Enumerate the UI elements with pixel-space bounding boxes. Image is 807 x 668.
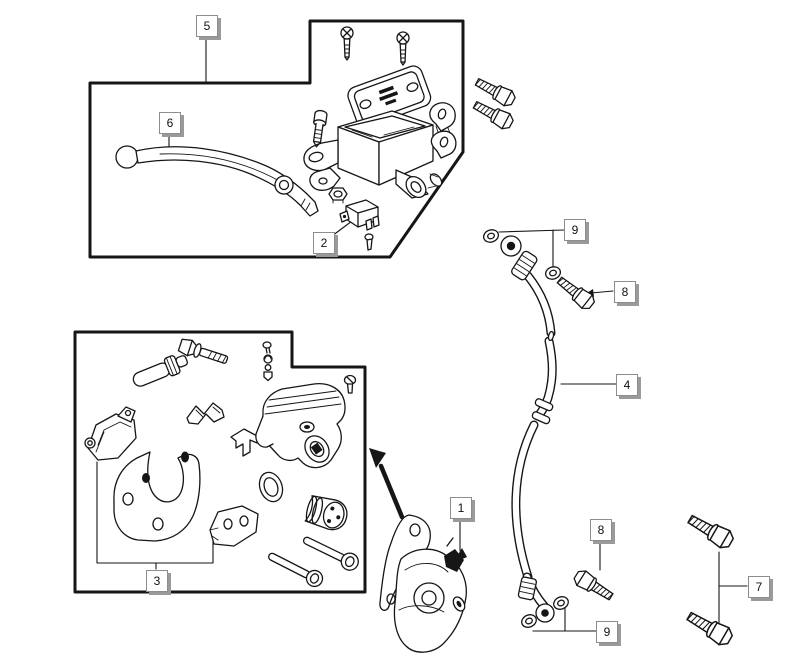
pivot-bolt (312, 109, 328, 148)
caliper-piston (304, 495, 348, 531)
reservoir-cover-screw-left (340, 26, 354, 61)
bleeder-parts (262, 341, 273, 382)
master-cylinder-body (303, 110, 443, 199)
caliper-mount-bolt-upper (684, 509, 737, 552)
switch-screw (364, 233, 374, 251)
lever-nut (328, 187, 348, 204)
callout-5-number: 5 (203, 19, 211, 33)
slide-pin-boot (132, 355, 188, 387)
pad-clip (230, 428, 258, 457)
callout-7[interactable]: 7 (748, 576, 770, 598)
callout-8-lower-number: 8 (597, 523, 605, 537)
caliper-mount-bolt-lower (683, 606, 736, 649)
callout-9-lower-number: 9 (603, 625, 611, 639)
brake-light-switch (339, 199, 380, 231)
caliper-group-box (73, 330, 367, 594)
caliper-body-exploded (255, 383, 346, 469)
callout-3-number: 3 (153, 574, 161, 588)
callout-1[interactable]: 1 (450, 497, 472, 519)
caliper-assembled (379, 514, 467, 653)
pad-pin-upper (302, 536, 359, 571)
callout-7-number: 7 (755, 580, 763, 594)
brake-lever (115, 145, 319, 217)
callout-8-upper-number: 8 (621, 285, 629, 299)
master-cylinder-group-box (88, 19, 465, 259)
banjo-washer-upper-b (543, 264, 563, 282)
brake-hose (500, 235, 557, 623)
reference-arrow (369, 448, 405, 520)
callout-1-number: 1 (457, 501, 465, 515)
banjo-bolt-lower (571, 567, 617, 605)
slide-pin-bolt (177, 338, 229, 364)
banjo-washer-lower-b (551, 593, 571, 613)
callout-3[interactable]: 3 (146, 570, 168, 592)
banjo-washer-lower-a (519, 611, 539, 631)
piston-seal (258, 471, 284, 503)
callout-5[interactable]: 5 (196, 15, 218, 37)
banjo-washer-upper-a (481, 227, 501, 245)
reservoir-cap (347, 65, 432, 129)
brake-pad-right (209, 505, 259, 547)
caliper-bolt-small (343, 374, 357, 394)
pad-pin-lower (268, 552, 324, 588)
callout-6-number: 6 (166, 116, 174, 130)
callout-9-upper[interactable]: 9 (564, 219, 586, 241)
reservoir-cover-screw-right (396, 31, 410, 66)
callout-8-upper[interactable]: 8 (614, 281, 636, 303)
brake-pad-left (84, 406, 137, 461)
callout-8-lower[interactable]: 8 (590, 519, 612, 541)
callout-9-lower[interactable]: 9 (596, 621, 618, 643)
callout-9-upper-number: 9 (571, 223, 579, 237)
callout-2[interactable]: 2 (313, 232, 335, 254)
callout-4-number: 4 (623, 378, 631, 392)
callout-6[interactable]: 6 (159, 112, 181, 134)
pad-retainer-spring (186, 402, 225, 425)
callout-4[interactable]: 4 (616, 374, 638, 396)
caliper-bracket (113, 451, 201, 542)
handlebar-clamp (429, 102, 457, 159)
callout-2-number: 2 (320, 236, 328, 250)
